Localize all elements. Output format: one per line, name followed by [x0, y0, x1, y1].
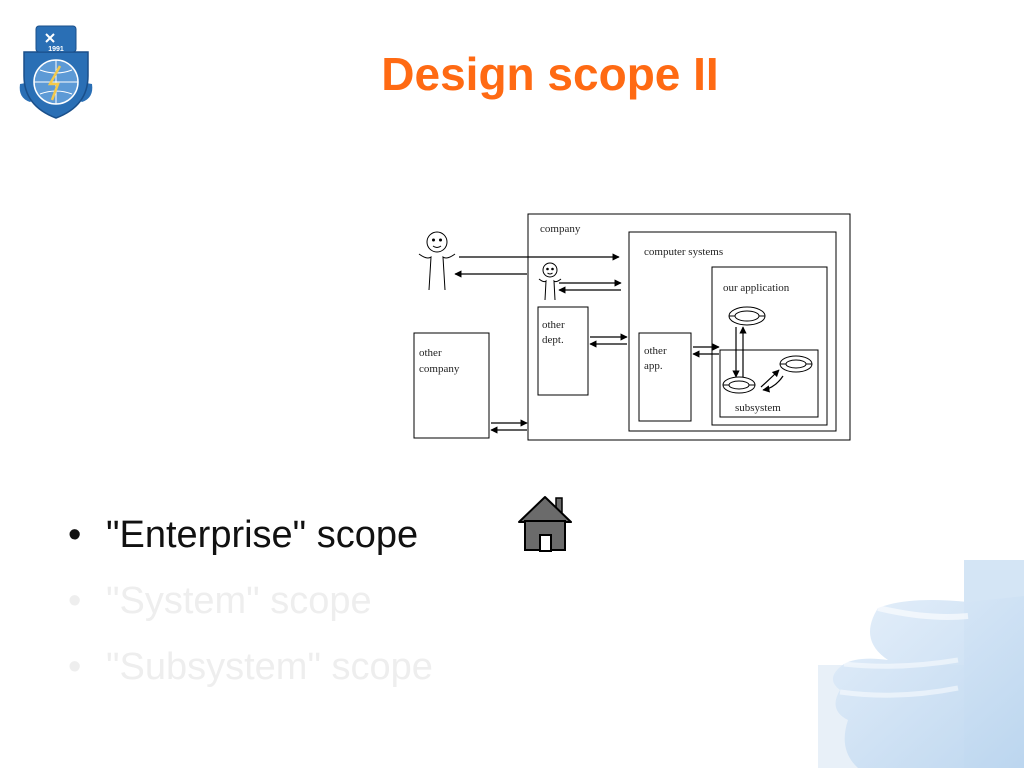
scope-bullet-list: • "Enterprise" scope • "System" scope • … — [68, 502, 433, 700]
other-company-label-2: company — [419, 363, 460, 375]
other-company-box — [413, 332, 490, 439]
component-ring-bottom-right — [779, 355, 813, 373]
computer-systems-label: computer systems — [644, 246, 723, 258]
slide-title: Design scope II — [381, 48, 719, 100]
actor-customer-icon — [418, 231, 456, 291]
other-app-label-2: app. — [644, 360, 663, 372]
component-ring-top — [728, 306, 766, 326]
other-dept-label-1: other — [542, 319, 565, 331]
decorative-hand-image — [818, 560, 1024, 768]
logo-top-banner — [35, 25, 77, 53]
bullet-system-scope: • "System" scope — [68, 568, 433, 634]
bullet-dot: • — [68, 580, 82, 622]
bullet-dot: • — [68, 514, 82, 556]
company-label: company — [540, 223, 581, 235]
our-application-label: our application — [723, 282, 790, 294]
other-company-label-1: other — [419, 347, 442, 359]
bullet-subsystem-scope: • "Subsystem" scope — [68, 634, 433, 700]
other-app-box — [638, 332, 692, 422]
subsystem-label: subsystem — [735, 402, 781, 414]
logo-year: 1991 — [48, 46, 64, 53]
other-app-label-1: other — [644, 345, 667, 357]
actor-employee-icon — [538, 262, 562, 301]
other-dept-label-2: dept. — [542, 334, 564, 346]
component-ring-bottom-left — [722, 376, 756, 394]
bullet-enterprise-scope: • "Enterprise" scope — [68, 502, 433, 568]
design-scope-diagram: company computer systems our application… — [409, 210, 853, 444]
bullet-text: "Enterprise" scope — [106, 514, 419, 556]
home-icon[interactable] — [516, 492, 574, 554]
logo-lightning — [47, 65, 62, 101]
other-dept-box — [537, 306, 589, 396]
bullet-dot: • — [68, 646, 82, 688]
university-crest-logo: 1991 — [19, 25, 93, 119]
bullet-text: "System" scope — [106, 580, 372, 622]
bullet-text: "Subsystem" scope — [106, 646, 433, 688]
